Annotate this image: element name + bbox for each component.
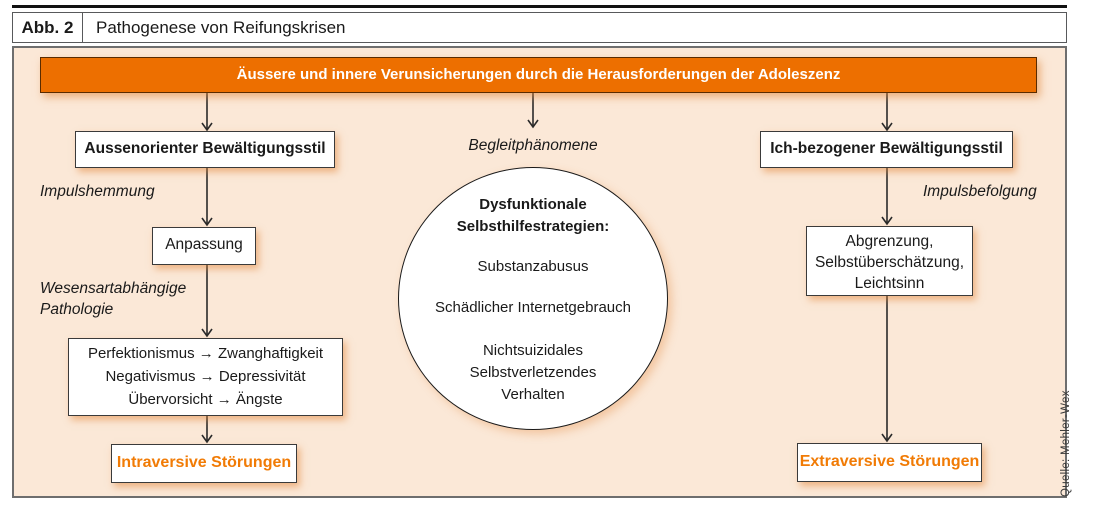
box-intraversive-stoerungen: Intraversive Störungen [111,444,297,483]
box-aussenorienter-bewaeltigungsstil: Aussenorienter Bewältigungsstil [75,131,335,168]
behavior-line: Selbstüberschätzung, [814,254,965,271]
banner-adoleszenz: Äussere und innere Verunsicherungen durc… [40,57,1037,93]
circle-dysfunktionale-selbsthilfestrategien: Dysfunktionale Selbsthilfestrategien: Su… [398,167,668,430]
pathology-line: Perfektionismus → Zwanghaftigkeit [87,345,324,362]
box-anpassung: Anpassung [152,227,256,265]
figure-title-bar: Abb. 2 Pathogenese von Reifungskrisen [12,12,1067,43]
source-credit: Quelle: Mehler-Wex [1060,390,1072,497]
figure-number-label: Abb. 2 [13,13,83,42]
circle-title-line: Selbsthilfestrategien: [456,218,610,235]
box-abgrenzung-selbstueberschaetzung: Abgrenzung, Selbstüberschätzung, Leichts… [806,226,973,296]
pathology-line: Übervorsicht → Ängste [128,391,283,408]
circle-item-line: Nichtsuizidales [482,342,584,359]
box-ich-bezogener-bewaeltigungsstil: Ich-bezogener Bewältigungsstil [760,131,1013,168]
circle-item-line: Selbstverletzendes [469,364,597,381]
circle-title: Dysfunktionale Selbsthilfestrategien: [399,194,667,238]
behavior-line: Leichtsinn [854,275,925,292]
circle-item-substanzabusus: Substanzabusus [477,258,589,275]
top-rule [12,5,1067,8]
circle-title-line: Dysfunktionale [479,196,587,213]
box-extraversive-stoerungen: Extraversive Störungen [797,443,982,482]
label-impulsbefolgung: Impulsbefolgung [923,183,1037,200]
behavior-line: Abgrenzung, [845,233,934,250]
label-wesensartabhaengige-pathologie: Wesensartabhängige Pathologie [40,278,186,320]
pathology-line: Negativismus → Depressivität [105,368,306,385]
label-begleitphaenomene: Begleitphänomene [468,137,598,154]
circle-item-internetgebrauch: Schädlicher Internetgebrauch [435,299,631,316]
label-impulshemmung: Impulshemmung [40,183,155,200]
box-pathology-mappings: Perfektionismus → Zwanghaftigkeit Negati… [68,338,343,416]
circle-item-line: Verhalten [501,386,565,403]
circle-item-selbstverletzung: Nichtsuizidales Selbstverletzendes Verha… [399,340,667,406]
label-line: Pathologie [40,301,114,318]
label-line: Wesensartabhängige [40,280,187,297]
figure-caption: Pathogenese von Reifungskrisen [96,18,346,37]
